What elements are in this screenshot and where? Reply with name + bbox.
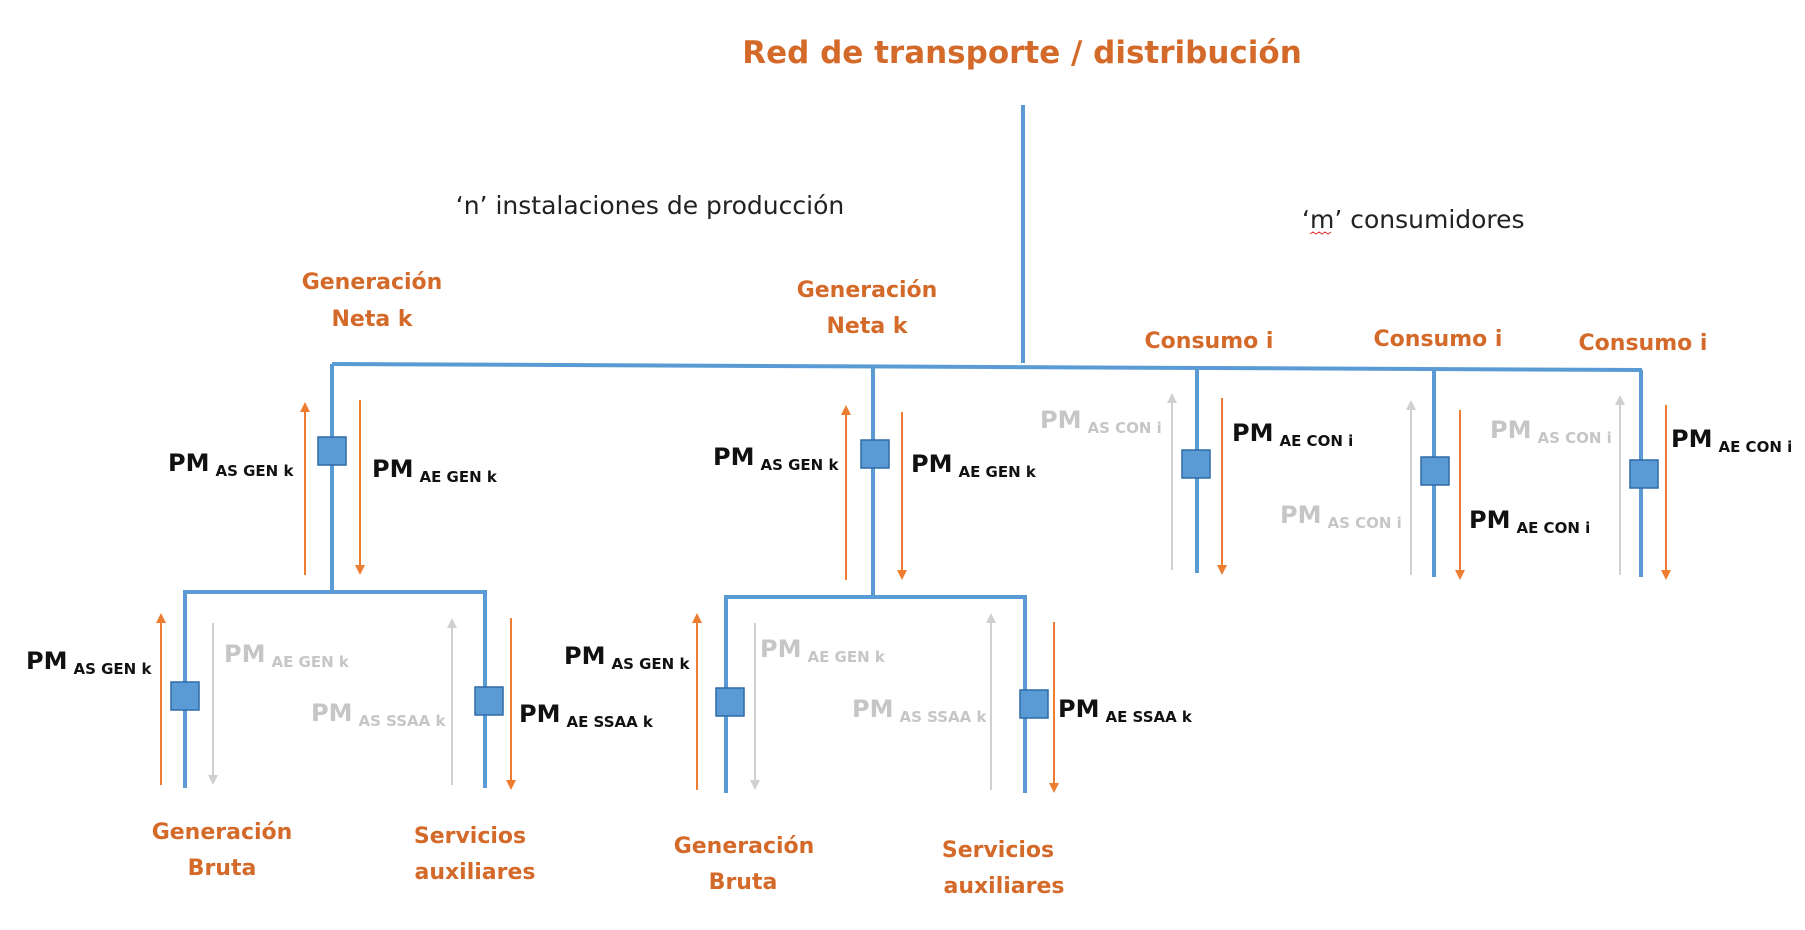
consumption-label-3: Consumo i <box>1579 331 1708 356</box>
gross-generation-label: Generación <box>152 820 293 845</box>
consumer2-breaker <box>1420 456 1450 486</box>
consumers-label-suffix: ’ consumidores <box>1334 205 1524 234</box>
consumers-group-label: ‘m’ consumidores <box>1302 205 1525 234</box>
network-title: Red de transporte / distribución <box>742 35 1302 71</box>
consumption-label-2: Consumo i <box>1374 327 1503 352</box>
plant2-net-breaker <box>860 439 890 469</box>
net-generation-label-1: Generación <box>302 270 443 295</box>
gross-generation-label-b: Bruta <box>188 856 257 881</box>
plant2-aux-breaker <box>1019 689 1049 719</box>
aux-services-label-b: auxiliares <box>943 874 1064 899</box>
net-generation-label-2b: Neta k <box>827 314 909 339</box>
consumers-quote-open: ‘ <box>1302 205 1310 234</box>
plant1-net-breaker <box>317 436 347 466</box>
consumption-label-1: Consumo i <box>1145 329 1274 354</box>
gross-generation-label: Generación <box>674 834 815 859</box>
net-generation-label-1b: Neta k <box>332 307 414 332</box>
aux-services-label: Servicios <box>942 838 1054 863</box>
consumers-m-letter: m <box>1310 205 1334 234</box>
consumer1-breaker <box>1181 449 1211 479</box>
production-group-label: ‘n’ instalaciones de producción <box>456 191 844 220</box>
plant1-gross-breaker <box>170 681 200 711</box>
plant1-aux-breaker <box>474 686 504 716</box>
aux-services-label: Servicios <box>414 824 526 849</box>
aux-services-label-b: auxiliares <box>414 860 535 885</box>
main-bus-line <box>331 362 1643 372</box>
spellcheck-squiggle <box>1309 231 1332 235</box>
plant2-gross-breaker <box>715 687 745 717</box>
consumer3-breaker <box>1629 459 1659 489</box>
gross-generation-label-b: Bruta <box>709 870 778 895</box>
net-generation-label-2: Generación <box>797 278 938 303</box>
